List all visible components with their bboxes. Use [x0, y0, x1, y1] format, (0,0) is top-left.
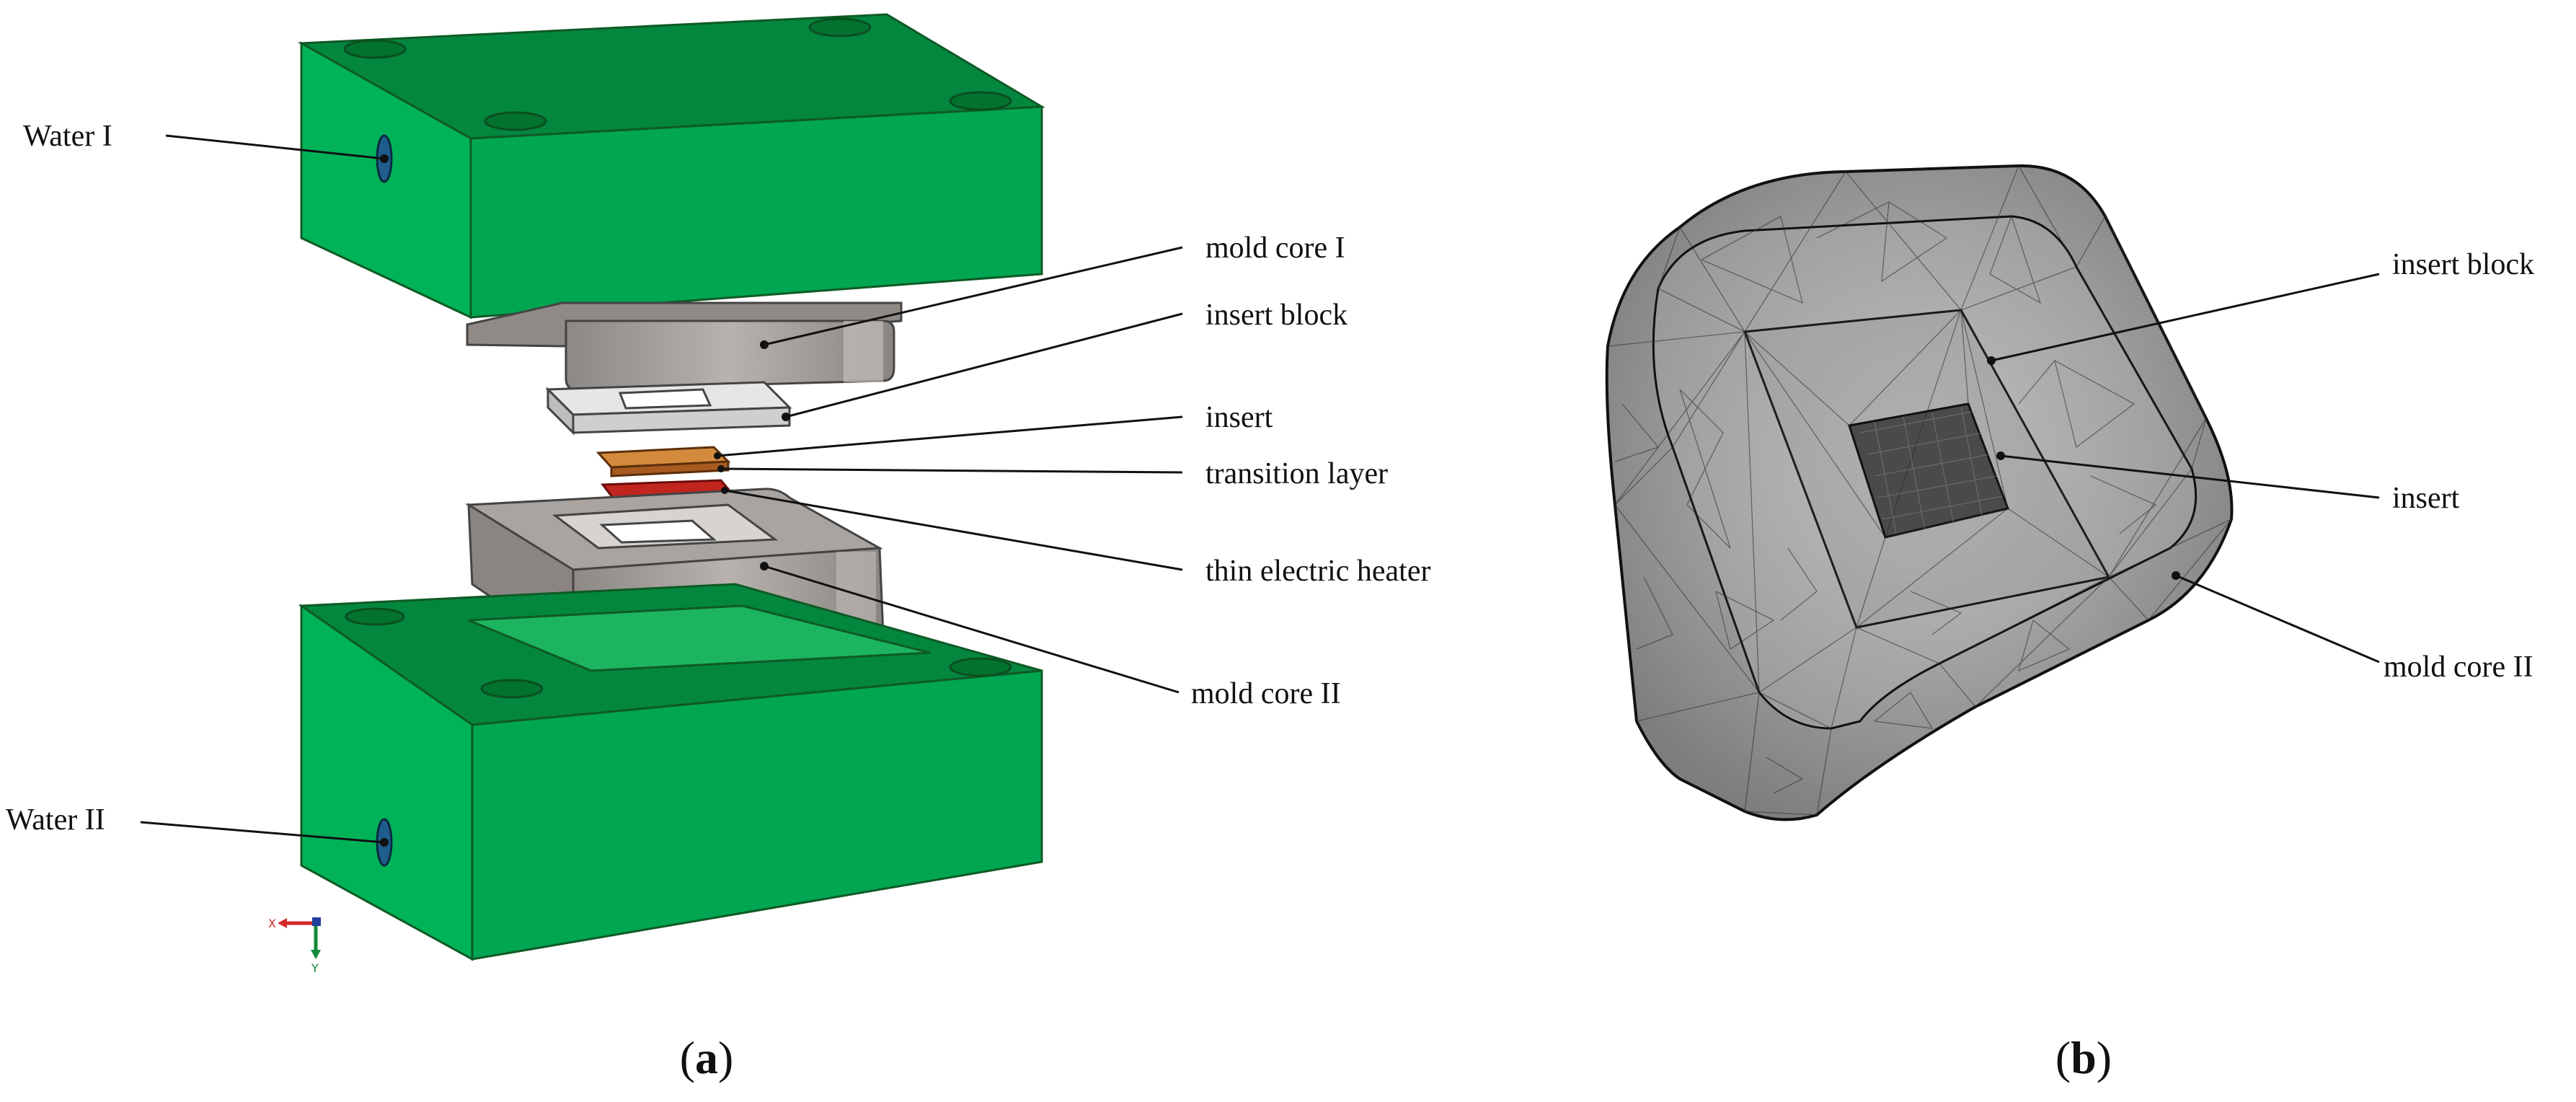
lower-plate-side-face	[300, 604, 474, 961]
leader-water-1	[165, 134, 385, 160]
label-b-insert: insert	[2392, 482, 2460, 515]
bolt-hole	[484, 111, 547, 131]
mold-core-1-body	[565, 319, 895, 391]
leader-dot	[1987, 356, 1996, 365]
bolt-hole	[480, 679, 544, 699]
insert-block-part	[545, 381, 792, 436]
label-insert: insert	[1205, 401, 1273, 434]
lower-plate-recess	[468, 604, 931, 672]
axis-triad: X Y	[268, 917, 321, 975]
transition-layer-plate	[610, 460, 730, 477]
caption-b: (b)	[2055, 1032, 2112, 1083]
mold-core-2-pocket-window	[599, 519, 717, 544]
leader-transition-layer	[720, 467, 1183, 474]
label-water-1: Water I	[23, 120, 112, 153]
triad-y-label: Y	[311, 961, 319, 975]
label-transition-layer: transition layer	[1205, 457, 1388, 490]
bolt-hole	[343, 39, 407, 59]
mesh-model	[1605, 164, 2234, 821]
label-insert-block: insert block	[1205, 299, 1347, 332]
label-mold-core-2: mold core II	[1191, 677, 1341, 710]
lower-mold-plate	[298, 583, 1043, 961]
mesh-lines	[1607, 164, 2232, 816]
triad-z-axis	[312, 917, 321, 926]
leader-b-insert	[2000, 454, 2380, 499]
label-b-insert-block: insert block	[2392, 248, 2534, 281]
bolt-hole	[949, 657, 1012, 677]
leader-heater	[724, 489, 1183, 571]
leader-dot	[717, 465, 725, 472]
triad-x-arrow	[278, 918, 287, 928]
leader-insert	[717, 415, 1183, 457]
leader-insert-block	[785, 312, 1183, 418]
panel-a: X Y Water I Water II mold core I insert	[6, 13, 1430, 1083]
panel-b: insert block insert mold core II (b)	[1605, 164, 2534, 1083]
mold-core-1-round-edge	[844, 321, 883, 382]
panel-b-leaders	[1987, 273, 2380, 664]
leader-dot	[380, 154, 389, 163]
label-b-mold-core-2: mold core II	[2384, 651, 2533, 684]
label-mold-core-1: mold core I	[1205, 232, 1345, 265]
leader-b-mold-core-2	[2175, 574, 2380, 664]
leader-dot	[721, 487, 728, 494]
caption-a: (a)	[680, 1032, 734, 1083]
mesh-insert-fine-lines	[1859, 407, 2004, 534]
bolt-hole	[949, 91, 1012, 111]
label-water-2: Water II	[6, 803, 105, 837]
mold-core-1	[466, 301, 903, 391]
leader-b-insert-block	[1991, 273, 2380, 362]
bolt-hole	[345, 607, 405, 626]
leader-dot	[1996, 451, 2005, 460]
insert-block-side	[546, 387, 575, 436]
insert-block-window	[618, 388, 712, 410]
leader-dot	[714, 452, 721, 459]
leader-dot	[760, 562, 769, 570]
triad-y-arrow	[311, 950, 321, 959]
upper-plate-front-face	[469, 105, 1043, 319]
leader-dot	[2172, 571, 2180, 580]
leader-mold-core-1	[763, 246, 1183, 346]
bolt-hole	[808, 17, 872, 38]
leader-mold-core-2	[763, 565, 1179, 694]
label-thin-electric-heater: thin electric heater	[1205, 555, 1430, 588]
panel-a-leaders	[140, 134, 1183, 847]
leader-dot	[760, 340, 769, 349]
upper-mold-plate	[297, 13, 1045, 319]
leader-water-2	[140, 821, 385, 844]
leader-dot	[782, 413, 790, 421]
leader-dot	[380, 838, 389, 847]
triad-x-label: X	[268, 917, 276, 930]
